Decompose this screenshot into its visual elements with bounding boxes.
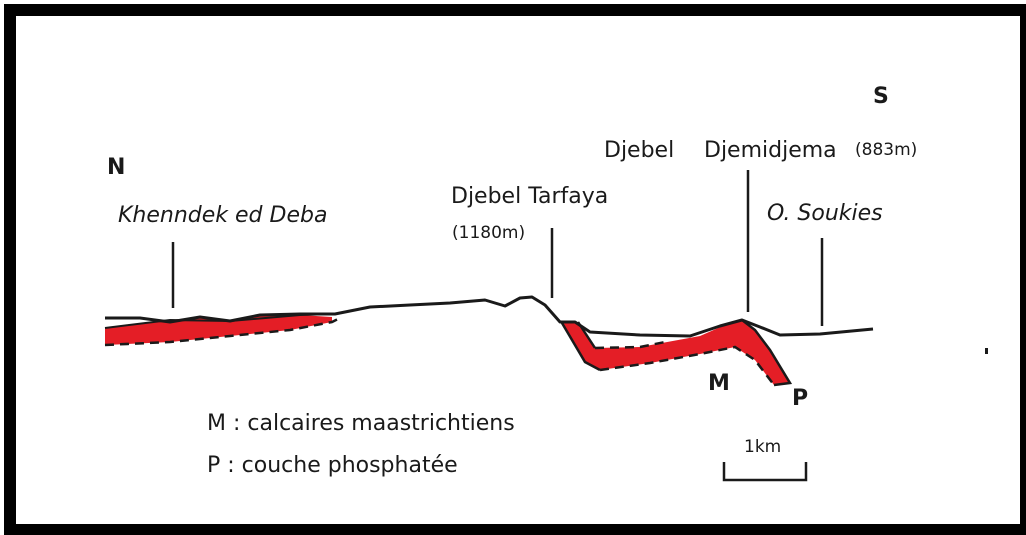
locality-khenndek: Khenndek ed Deba: [118, 205, 327, 227]
locality-djebel: Djebel: [604, 140, 674, 162]
south-label: S: [873, 86, 889, 108]
unit-p-label: P: [792, 388, 808, 410]
altitude-djemidjema: (883m): [855, 142, 917, 159]
scale-bar-label: 1km: [744, 439, 781, 456]
north-label: N: [107, 157, 125, 179]
stray-mark: [985, 348, 988, 354]
scale-bar: [724, 462, 806, 480]
locality-djemidjema: Djemidjema: [704, 140, 837, 162]
altitude-tarfaya: (1180m): [452, 225, 525, 242]
legend-p: P : couche phosphatée: [207, 455, 458, 477]
locality-tarfaya: Djebel Tarfaya: [451, 186, 608, 208]
locality-soukies: O. Soukies: [767, 203, 883, 225]
unit-m-label: M: [708, 373, 730, 395]
legend-m: M : calcaires maastrichtiens: [207, 413, 515, 435]
